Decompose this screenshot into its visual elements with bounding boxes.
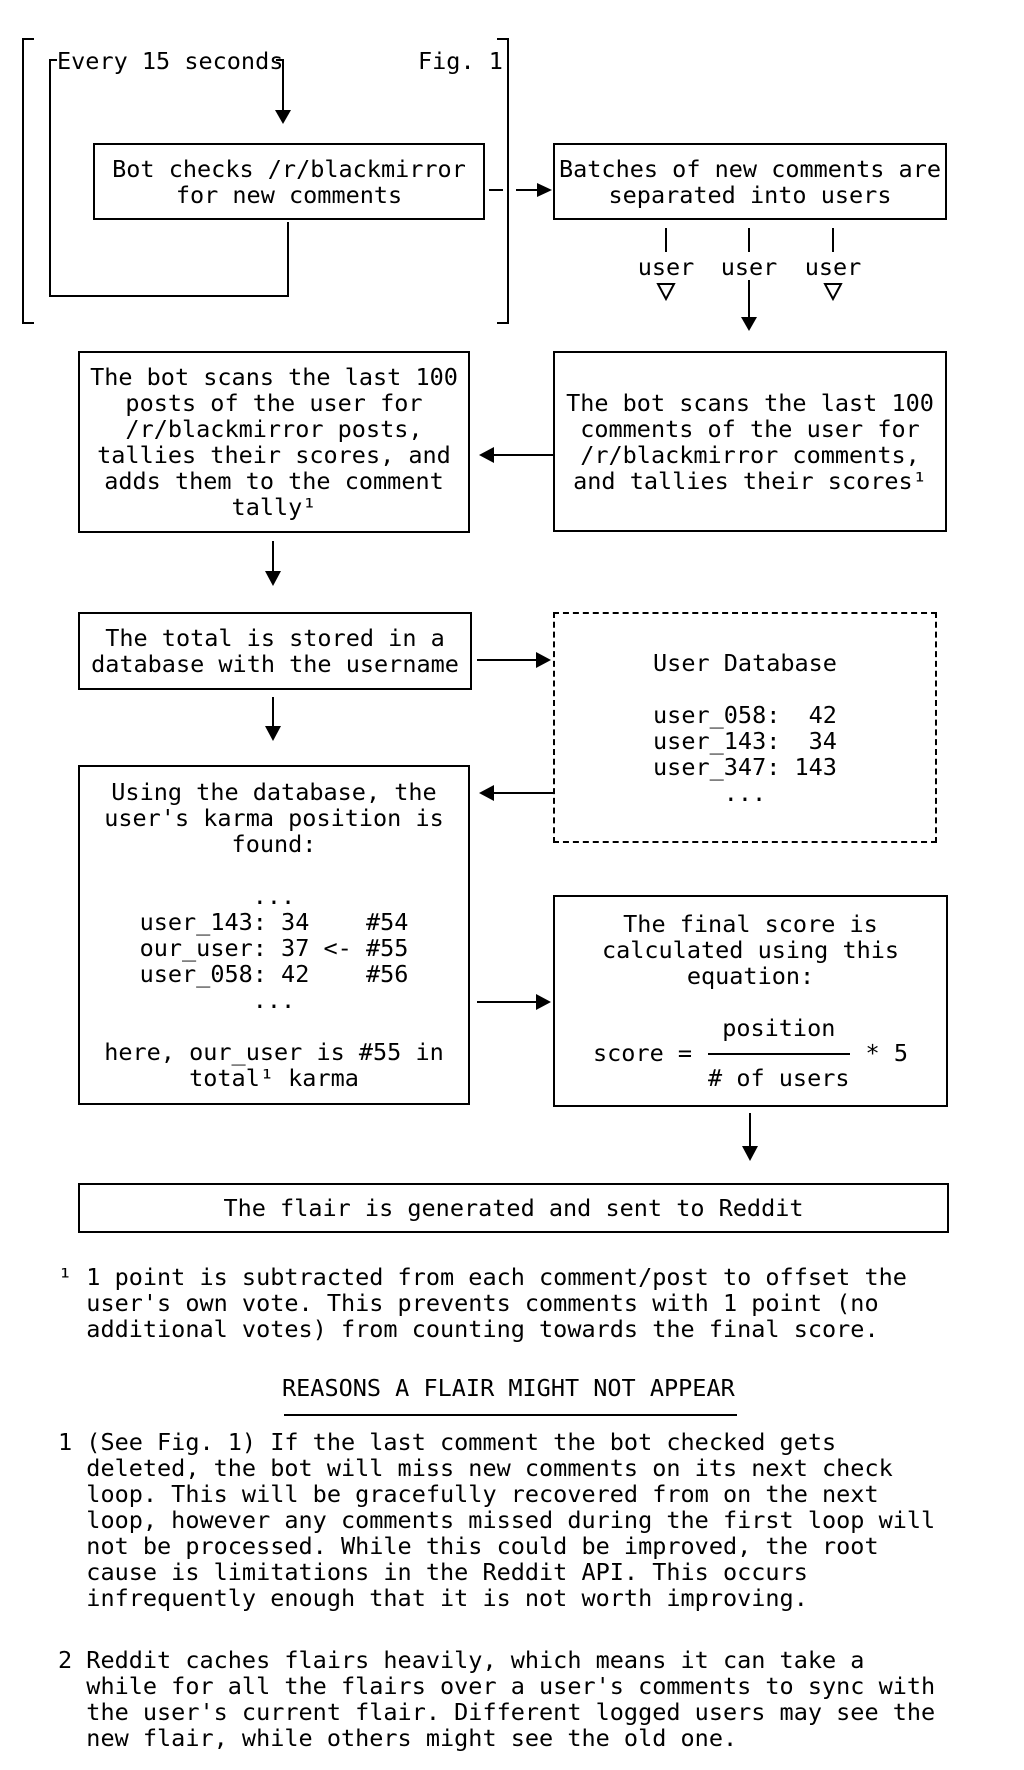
arrow-down-icon [265, 726, 281, 741]
equation-rhs: * 5 [865, 1039, 908, 1067]
open-arrow-down-icon [656, 283, 676, 302]
user-label: user [720, 253, 778, 281]
final-score-heading: The final score is calculated using this… [601, 910, 900, 990]
left-bracket [22, 38, 34, 324]
right-bracket [497, 38, 509, 324]
karma-position-box: Using the database, the user's karma pos… [78, 765, 470, 1105]
loop-label: Every 15 seconds [57, 47, 284, 75]
arrow-right-icon [536, 652, 551, 668]
final-score-box: The final score is calculated using this… [553, 895, 948, 1107]
reasons-heading: REASONS A FLAIR MIGHT NOT APPEAR [282, 1374, 735, 1402]
arrow-down-icon [265, 571, 281, 586]
posts-scan-box: The bot scans the last 100 posts of the … [78, 351, 470, 533]
equation-numerator: position [722, 1014, 836, 1042]
arrow-right-icon [536, 994, 551, 1010]
user-database-box: User Database user_058: 42 user_143: 34 … [553, 612, 937, 843]
equation-lhs: score = [593, 1039, 693, 1067]
batches-box: Batches of new comments are separated in… [553, 143, 947, 220]
loop-entry-line [276, 59, 284, 110]
comments-scan-box: The bot scans the last 100 comments of t… [553, 351, 947, 532]
reason-item-2: 2 Reddit caches flairs heavily, which me… [58, 1646, 936, 1752]
loop-return-line [49, 59, 289, 297]
arrow-down-icon [741, 317, 757, 331]
arrow-down-icon [742, 1146, 758, 1161]
figure-label: Fig. 1 [418, 47, 503, 75]
posts-scan-text: The bot scans the last 100 posts of the … [90, 363, 458, 521]
equation-denominator: # of users [708, 1064, 850, 1092]
arrow-left-icon [479, 447, 494, 463]
flair-sent-text: The flair is generated and sent to Reddi… [223, 1194, 804, 1222]
fraction-bar [708, 1053, 850, 1055]
batches-text: Batches of new comments are separated in… [558, 154, 941, 209]
arrow-down-icon [275, 110, 291, 124]
equation-fraction: position # of users [708, 1014, 850, 1092]
arrow-right-icon [537, 183, 552, 197]
reason-item-1: 1 (See Fig. 1) If the last comment the b… [58, 1428, 936, 1612]
bot-check-text: Bot checks /r/blackmirror for new commen… [112, 154, 466, 209]
total-stored-box: The total is stored in a database with t… [78, 612, 472, 690]
footnote: ¹ 1 point is subtracted from each commen… [58, 1263, 907, 1343]
score-equation: score = position # of users * 5 [593, 1015, 908, 1091]
total-stored-text: The total is stored in a database with t… [91, 624, 459, 678]
flair-sent-box: The flair is generated and sent to Reddi… [78, 1183, 949, 1233]
arrow-left-icon [479, 785, 494, 801]
bot-check-box: Bot checks /r/blackmirror for new commen… [93, 143, 485, 220]
open-arrow-down-icon [823, 283, 843, 302]
user-label: user [804, 253, 862, 281]
user-label: user [637, 253, 695, 281]
comments-scan-text: The bot scans the last 100 comments of t… [566, 388, 934, 495]
karma-position-text: Using the database, the user's karma pos… [104, 778, 444, 1092]
user-database-text: User Database user_058: 42 user_143: 34 … [653, 648, 837, 807]
